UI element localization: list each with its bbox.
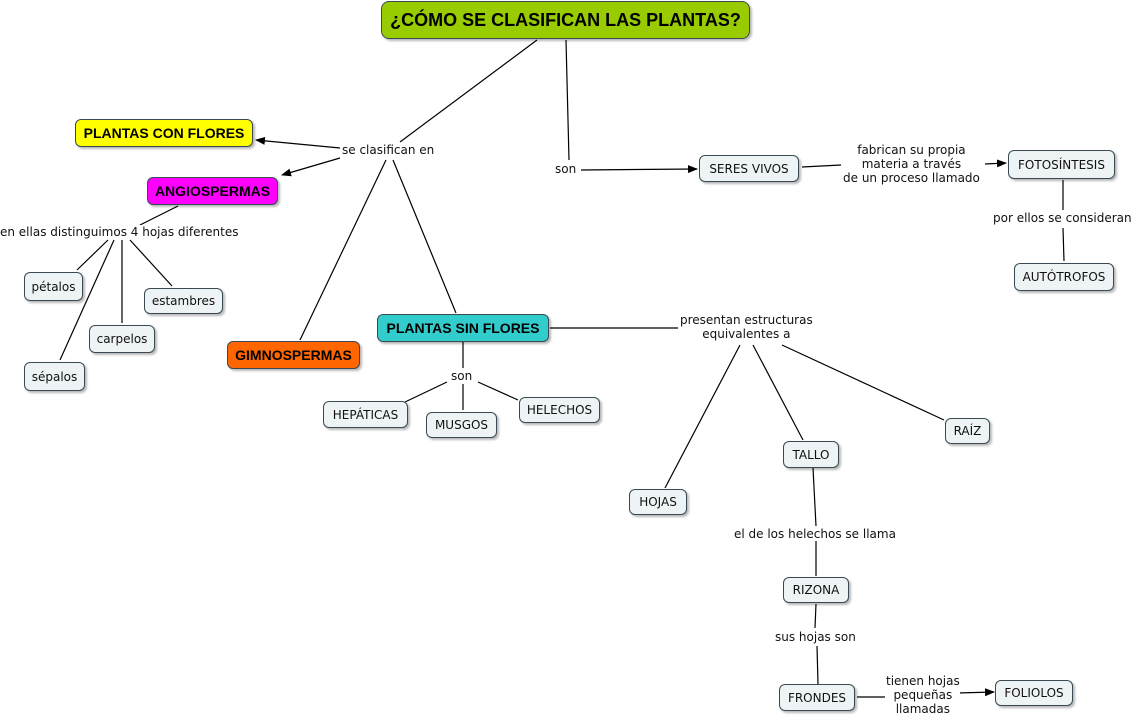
link-title-to-son (565, 39, 570, 161)
node-hepaticas: HEPÁTICAS (323, 401, 408, 428)
node-gimnospermas: GIMNOSPERMAS (227, 341, 360, 369)
link-angiospermas-to-en-ellas (139, 205, 179, 226)
node-hojas: HOJAS (629, 489, 687, 515)
node-estambres: estambres (144, 288, 223, 314)
link-to-hepaticas (404, 381, 448, 403)
node-frondes: FRONDES (779, 684, 855, 711)
label-sus-hojas-son: sus hojas son (775, 630, 856, 644)
link-por-ellos-to-autotrofos (1062, 227, 1065, 262)
node-fotosintesis: FOTOSÍNTESIS (1008, 150, 1115, 179)
node-helechos: HELECHOS (519, 397, 600, 423)
node-plantas-con-flores: PLANTAS CON FLORES (75, 119, 253, 147)
node-autotrofos: AUTÓTROFOS (1014, 263, 1114, 291)
arrow-to-plantas-con-flores (255, 136, 341, 149)
node-raiz: RAÍZ (945, 418, 990, 444)
node-sepalos: sépalos (24, 362, 85, 391)
node-musgos: MUSGOS (426, 412, 497, 438)
map-title: ¿CÓMO SE CLASIFICAN LAS PLANTAS? (381, 1, 750, 39)
link-to-tallo (752, 344, 804, 441)
arrow-to-angiospermas (281, 157, 341, 177)
arrow-to-seres-vivos (580, 165, 698, 174)
node-tallo: TALLO (783, 441, 839, 468)
label-tienen-hojas: tienen hojas pequeñas llamadas (886, 674, 960, 716)
link-to-hojas (664, 344, 741, 489)
arrow-to-fotosintesis (984, 159, 1007, 168)
link-to-estambres (129, 239, 173, 287)
link-tallo-to-el-de (812, 467, 817, 527)
node-plantas-sin-flores: PLANTAS SIN FLORES (377, 314, 549, 342)
link-to-helechos (477, 381, 519, 401)
link-to-raiz (781, 344, 945, 421)
node-seres-vivos: SERES VIVOS (699, 155, 799, 182)
node-carpelos: carpelos (89, 325, 155, 353)
label-fabrican: fabrican su propia materia a través de u… (843, 143, 980, 185)
link-to-gimnospermas (299, 159, 387, 341)
label-se-clasifican-en: se clasifican en (342, 143, 435, 157)
node-angiospermas: ANGIOSPERMAS (147, 177, 278, 205)
node-petalos: pétalos (24, 272, 83, 301)
label-son-main: son (555, 162, 577, 176)
arrow-to-foliolos (956, 688, 995, 697)
node-foliolos: FOLIOLOS (995, 680, 1073, 706)
link-to-sepalos (59, 239, 115, 361)
label-son-sin-flores: son (451, 369, 473, 383)
label-por-ellos: por ellos se consideran (993, 211, 1132, 225)
link-to-plantas-sin-flores (392, 159, 457, 314)
link-title-to-se-clasifican (399, 39, 538, 143)
label-presentan: presentan estructuras equivalentes a (680, 313, 813, 341)
link-rizona-to-sus-hojas (814, 603, 817, 629)
label-en-ellas: en ellas distinguimos 4 hojas diferentes (0, 225, 239, 239)
link-to-petalos (76, 239, 109, 271)
link-seres-vivos-to-fabrican (801, 164, 842, 168)
label-el-de-los-helechos: el de los helechos se llama (734, 527, 896, 541)
link-sus-hojas-to-frondes (816, 645, 819, 685)
node-rizona: RIZONA (783, 577, 849, 603)
